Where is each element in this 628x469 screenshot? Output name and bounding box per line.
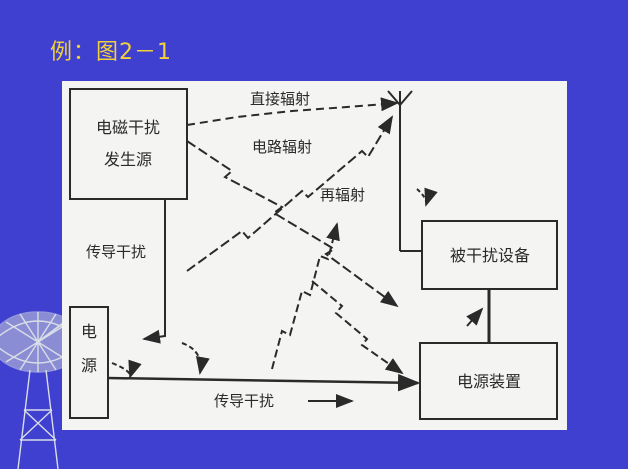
power-dashed-arrow-2 [181,342,210,375]
radiation-to-power-device [311,280,404,375]
power-device-label: 电源装置 [457,372,521,391]
power-dashed-arrow-1 [111,359,142,379]
victim-device-label: 被干扰设备 [450,246,530,265]
victim-incoming-arrow [416,187,438,207]
conducted-path-bottom [107,373,421,392]
label-conducted-left: 传导干扰 [86,243,146,261]
circuit-radiation-arrow-1 [186,140,399,308]
re-radiation-arrow [271,222,340,370]
interference-source-box [69,88,188,200]
label-circuit-radiation: 电路辐射 [252,138,312,156]
antenna-icon [387,90,422,252]
slide-title: 例：图2－1 [50,40,172,65]
direct-radiation-arrow [186,97,399,126]
power-supply-box [69,306,109,419]
label-re-radiation: 再辐射 [320,186,365,204]
label-direct-radiation: 直接辐射 [250,90,310,108]
source-label-2: 发生源 [104,150,152,169]
power-label-2: 源 [81,356,97,375]
label-conducted-bottom: 传导干扰 [214,392,274,410]
source-label-1: 电磁干扰 [96,118,160,137]
conducted-path-left [142,199,166,344]
interference-diagram: 电磁干扰 发生源 电 源 被干扰设备 电源装置 [62,81,567,430]
power-to-victim-arrow [466,307,484,327]
power-label-1: 电 [81,322,97,341]
